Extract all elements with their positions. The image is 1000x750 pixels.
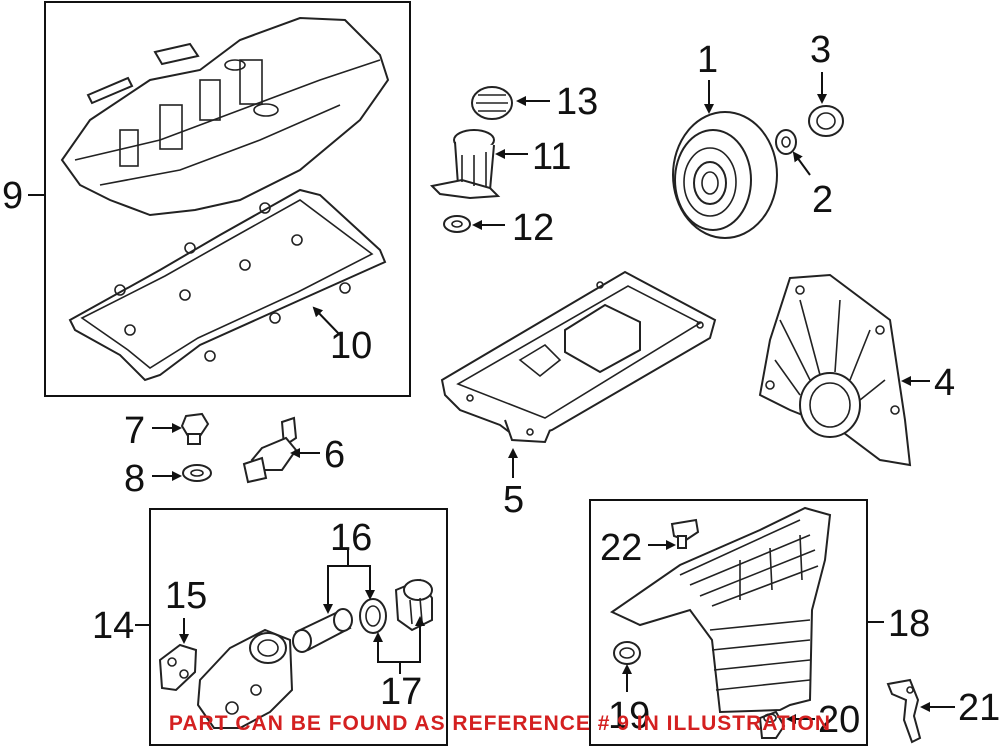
callout-4: 4 bbox=[934, 362, 955, 404]
callout-22: 22 bbox=[600, 527, 642, 569]
callout-15: 15 bbox=[165, 575, 207, 617]
sealing-ring-part[interactable] bbox=[182, 464, 212, 482]
valve-cover-gasket-part[interactable] bbox=[68, 188, 387, 382]
intake-manifold-part[interactable] bbox=[609, 506, 832, 714]
callout-19: 19 bbox=[608, 695, 650, 737]
rubber-mount-part[interactable] bbox=[758, 710, 786, 739]
callout-5: 5 bbox=[503, 479, 524, 521]
oil-filter-housing-part[interactable] bbox=[196, 628, 294, 729]
filler-neck-part[interactable] bbox=[429, 129, 501, 200]
callout-10: 10 bbox=[330, 325, 372, 367]
valve-cover-part[interactable] bbox=[60, 16, 390, 217]
filler-seal-part[interactable] bbox=[443, 215, 471, 233]
valve-cover-group-box bbox=[44, 1, 411, 397]
oil-filler-cap-part[interactable] bbox=[471, 86, 513, 120]
callout-20: 20 bbox=[818, 699, 860, 741]
callout-7: 7 bbox=[124, 410, 145, 452]
callout-6: 6 bbox=[324, 434, 345, 476]
callout-18: 18 bbox=[888, 603, 930, 645]
breather-plate-part bbox=[153, 42, 200, 66]
callout-8: 8 bbox=[124, 458, 145, 500]
boost-sensor-part[interactable] bbox=[670, 518, 700, 549]
crankshaft-seal-part[interactable] bbox=[808, 105, 844, 137]
filter-cap-part[interactable] bbox=[394, 578, 433, 632]
housing-gasket-part[interactable] bbox=[158, 643, 198, 692]
callout-13: 13 bbox=[556, 81, 598, 123]
bracket-part[interactable] bbox=[886, 678, 922, 744]
callout-14: 14 bbox=[92, 605, 134, 647]
oil-filter-element-part[interactable] bbox=[292, 608, 353, 653]
callout-9: 9 bbox=[2, 175, 23, 217]
leader-2 bbox=[792, 151, 811, 176]
damper-washer-part[interactable] bbox=[775, 129, 797, 155]
callout-21: 21 bbox=[958, 687, 1000, 729]
filter-housing-group-box bbox=[149, 508, 448, 746]
vibration-damper-part[interactable] bbox=[672, 111, 778, 239]
leader-10 bbox=[312, 306, 341, 336]
callout-3: 3 bbox=[810, 29, 831, 71]
callout-16: 16 bbox=[330, 517, 372, 559]
callout-1: 1 bbox=[697, 39, 718, 81]
intake-seal-part[interactable] bbox=[613, 641, 641, 665]
callout-2: 2 bbox=[812, 179, 833, 221]
callout-17: 17 bbox=[380, 671, 422, 713]
callout-12: 12 bbox=[512, 207, 554, 249]
bolt-part[interactable] bbox=[180, 412, 210, 445]
oil-pan-part[interactable] bbox=[440, 270, 717, 444]
gasket-strip-part bbox=[86, 76, 134, 105]
oil-level-sensor-part[interactable] bbox=[242, 416, 298, 484]
callout-11: 11 bbox=[532, 136, 571, 178]
filter-o-ring-part[interactable] bbox=[359, 598, 387, 634]
reference-notice: PART CAN BE FOUND AS REFERENCE # 9 IN IL… bbox=[168, 712, 832, 735]
timing-cover-part[interactable] bbox=[758, 273, 912, 467]
